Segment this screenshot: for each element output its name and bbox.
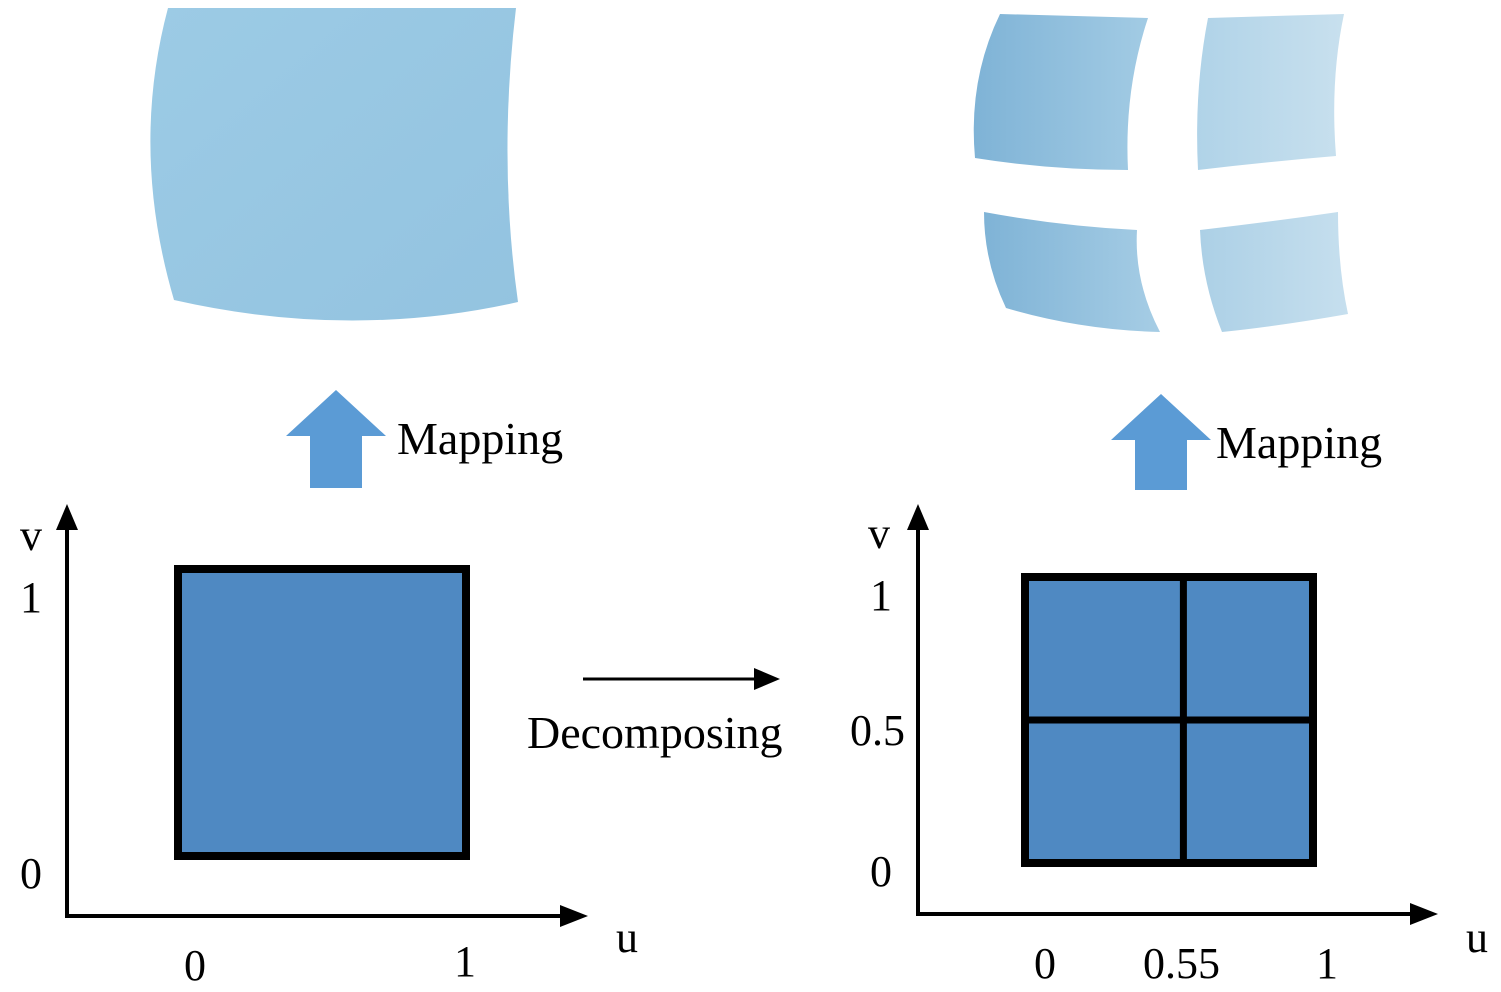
mapped-surface-right (973, 14, 1348, 332)
decomposing-label: Decomposing (527, 707, 783, 758)
left-y-axis-arrowhead (56, 504, 78, 530)
mapping-label-left: Mapping (397, 413, 563, 464)
decomposing-arrowhead (754, 668, 780, 690)
right-y-tick-1: 1 (870, 571, 892, 620)
surface-patch-bottom-left (984, 212, 1160, 332)
surface-patch-top-left (973, 14, 1148, 170)
right-x-axis-label: u (1466, 913, 1488, 962)
surface-patch-bottom-right (1200, 212, 1348, 332)
left-x-axis-label: u (616, 913, 638, 962)
right-x-axis-arrowhead (1410, 903, 1438, 925)
left-parameter-plot: v 1 0 u 0 1 (20, 504, 638, 990)
mapped-surface-left (150, 8, 518, 321)
left-x-tick-1: 1 (454, 937, 476, 986)
right-x-tick-1: 1 (1316, 939, 1338, 988)
right-y-tick-0: 0 (870, 847, 892, 896)
left-x-axis-arrowhead (560, 905, 588, 927)
surface-patch-top-right (1197, 14, 1344, 170)
mapping-arrow-left (286, 390, 386, 488)
left-x-tick-0: 0 (184, 941, 206, 990)
left-y-tick-1: 1 (20, 573, 42, 622)
left-y-axis-label: v (20, 511, 42, 560)
right-y-tick-05: 0.5 (850, 706, 905, 755)
right-x-tick-0: 0 (1034, 939, 1056, 988)
right-parameter-plot: v 1 0.5 0 u 0 0.55 1 (850, 504, 1488, 988)
mapping-label-right: Mapping (1216, 417, 1382, 468)
mapping-arrow-right (1111, 394, 1211, 490)
left-y-tick-0: 0 (20, 849, 42, 898)
parameter-square (174, 565, 470, 860)
right-x-tick-055: 0.55 (1143, 939, 1220, 988)
right-y-axis-arrowhead (907, 504, 929, 530)
right-y-axis-label: v (868, 509, 890, 558)
